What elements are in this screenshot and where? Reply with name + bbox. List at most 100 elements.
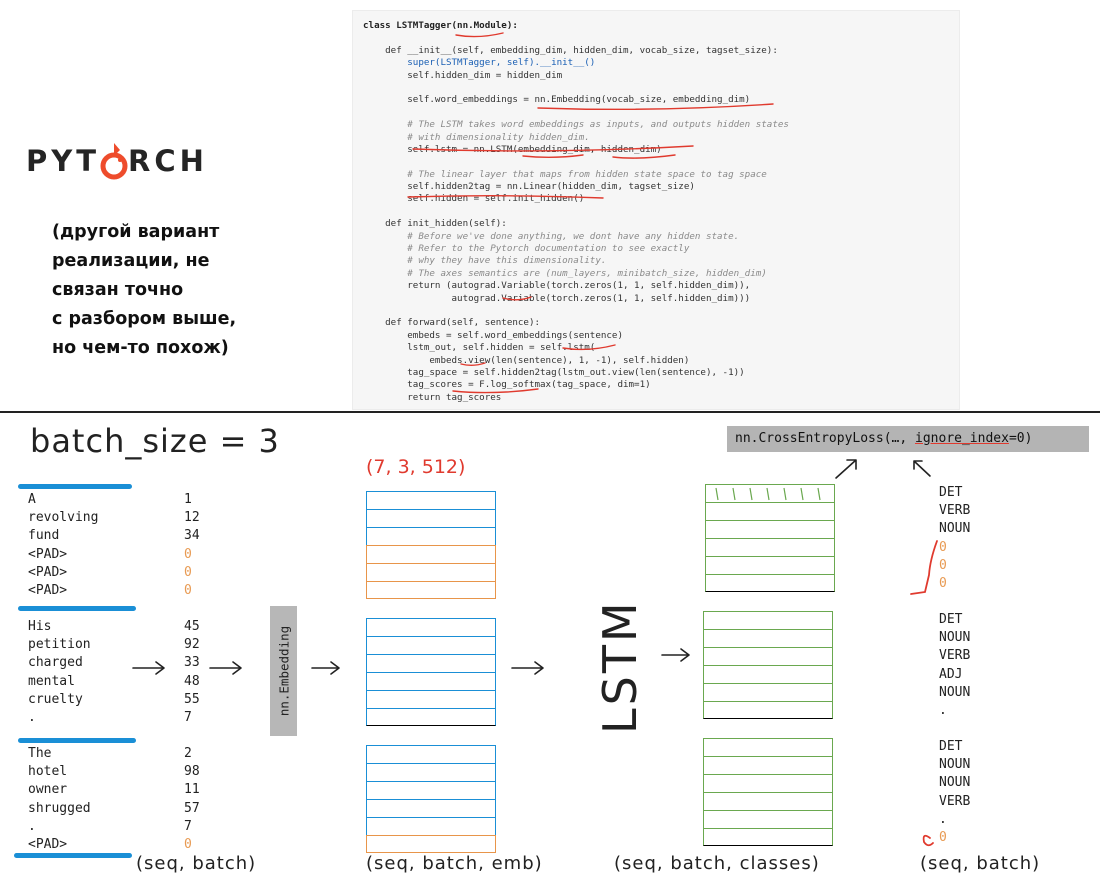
token-id: 34 [184,528,200,544]
code-line: def __init__(self, embedding_dim, hidden… [363,44,778,56]
code-line: lstm_out, self.hidden = self.lstm( [363,342,596,354]
token-id: 48 [184,673,200,689]
output-grid [703,738,833,846]
tag: DET [939,612,963,627]
pad-tag: 0 [939,576,947,592]
pad-id: 0 [184,564,192,580]
code-line: self.word_embeddings = nn.Embedding(voca… [363,94,751,106]
note-line: (другой вариант [52,222,220,242]
token-id: 92 [184,637,200,653]
dim-label-seq-batch-emb: (seq, batch, emb) [366,853,543,874]
sentence-separator [14,853,132,858]
word: cruelty [28,691,83,707]
code-line: self.hidden = self.init_hidden() [363,193,585,205]
loss-prefix: nn.CrossEntropyLoss(…, [735,431,916,446]
code-line: def forward(self, sentence): [363,317,541,329]
sentence-separator [18,606,136,611]
embedding-grid [366,745,496,853]
grid-cell [703,810,833,828]
grid-cell [366,527,496,545]
tag: NOUN [939,630,971,646]
grid-cell [705,484,835,502]
pad-tag: 0 [939,539,947,555]
word: <PAD> [28,564,68,580]
sentence-tags: DET NOUN NOUN VERB . 0 [939,738,970,847]
logo-text-right: RCH [128,144,208,178]
code-comment: # The linear layer that maps from hidden… [363,168,767,180]
cross-entropy-loss-box: nn.CrossEntropyLoss(…, ignore_index=0) [727,426,1089,452]
lstm-label: LSTM [594,599,647,734]
code-line: class LSTMTagger(nn.Module): [363,20,518,31]
word: . [28,710,36,726]
word: His [28,619,52,634]
code-line: return (autograd.Variable(torch.zeros(1,… [363,280,751,292]
word: <PAD> [28,837,68,853]
word: shrugged [28,800,91,816]
grid-cell [703,756,833,774]
code-comment: # Before we've done anything, we dont ha… [363,230,740,242]
embedding-shape-label: (7, 3, 512) [366,456,466,478]
tag: VERB [939,793,971,809]
tag: VERB [939,503,971,519]
grid-cell [366,745,496,763]
output-grid [703,611,833,719]
token-id: 98 [184,764,200,780]
tag: ADJ [939,666,963,682]
word: . [28,818,36,834]
tag: DET [939,739,963,754]
note-line: с разбором выше, [52,309,237,329]
code-line: def init_hidden(self): [363,218,507,230]
grid-cell [703,683,833,701]
sentence-tags: DET VERB NOUN 0 0 0 [939,484,970,593]
grid-cell [366,817,496,835]
word: A [28,492,36,507]
grid-cell [366,636,496,654]
code-comment: # The axes semantics are (num_layers, mi… [363,267,767,279]
sentence-ids: 45 92 33 48 55 7 [184,618,200,727]
grid-cell [366,708,496,726]
tag: . [939,811,947,827]
tag: NOUN [939,521,971,537]
grid-cell-pad [366,545,496,563]
loss-suffix: =0) [1008,431,1033,446]
logo-text-left: PYT [26,144,101,178]
token-id: 57 [184,800,200,816]
token-id: 11 [184,782,200,798]
code-annotations [407,32,774,394]
grid-cell [366,781,496,799]
grid-cell [703,611,833,629]
sentence-tags: DET NOUN VERB ADJ NOUN . [939,611,970,720]
code-line: embeds = self.word_embeddings(sentence) [363,329,623,341]
sentence-words: The hotel owner shrugged . <PAD> [28,745,91,854]
word: fund [28,528,60,544]
token-id: 33 [184,655,200,671]
code-comment: # with dimensionality hidden_dim. [363,131,590,143]
word: The [28,746,52,761]
code-line: autograd.Variable(torch.zeros(1, 1, self… [363,292,751,304]
grid-cell [703,738,833,756]
word: charged [28,655,83,671]
token-id: 2 [184,746,192,761]
word: owner [28,782,68,798]
grid-cell [703,629,833,647]
code-comment: # Refer to the Pytorch documentation to … [363,243,690,255]
lstm-handwritten: LSTM [593,599,647,734]
word: <PAD> [28,546,68,562]
grid-cell [366,491,496,509]
word: revolving [28,510,99,526]
code-line: tag_space = self.hidden2tag(lstm_out.vie… [363,366,745,378]
tag: VERB [939,648,971,664]
token-id: 7 [184,818,192,834]
token-id: 1 [184,492,192,507]
tag: NOUN [939,775,971,791]
sentence-words: His petition charged mental cruelty . [28,618,91,727]
pad-id: 0 [184,837,192,853]
grid-cell [705,574,835,592]
word: hotel [28,764,68,780]
output-grid [705,484,835,592]
grid-cell [366,799,496,817]
pad-id: 0 [184,583,192,599]
code-line: self.hidden_dim = hidden_dim [363,69,563,81]
side-note: (другой вариант реализации, не связан то… [52,218,292,363]
